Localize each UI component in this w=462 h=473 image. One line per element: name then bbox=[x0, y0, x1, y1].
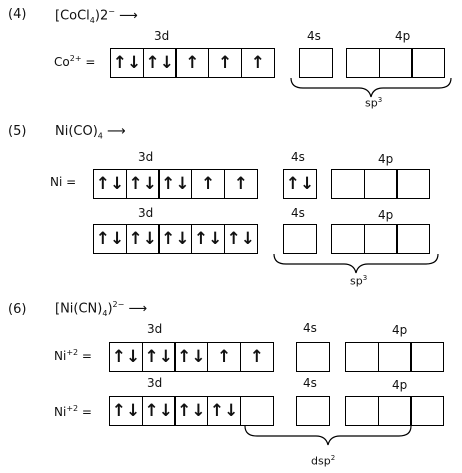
orbital-box: ↑↓ bbox=[191, 224, 226, 254]
orbital-box bbox=[346, 48, 380, 78]
orbital-box: ↑↓ bbox=[158, 169, 193, 199]
complex-formula: [CoCl4)2− ⟶ bbox=[55, 7, 138, 25]
orbital-box bbox=[378, 48, 413, 78]
label-4s: 4s bbox=[291, 206, 305, 220]
label-4p: 4p bbox=[395, 29, 411, 43]
label-3d: 3d bbox=[138, 206, 154, 220]
orbital-row-4p bbox=[345, 342, 445, 372]
orbital-row-4p bbox=[331, 169, 431, 199]
orbital-box: ↑↓ bbox=[283, 169, 317, 199]
section-number: (6) bbox=[8, 302, 27, 317]
orbital-box bbox=[239, 396, 274, 426]
orbital-row-4s bbox=[296, 342, 330, 372]
orbital-box: ↑↓ bbox=[207, 396, 242, 426]
orbital-box bbox=[377, 342, 412, 372]
ion-label: Ni+2 = bbox=[54, 348, 92, 363]
orbital-box: ↑ bbox=[208, 48, 243, 78]
orbital-row-3d: ↑↓↑↓↑↓↑↑ bbox=[109, 342, 274, 372]
orbital-box: ↑ bbox=[239, 342, 274, 372]
hybridization-brace bbox=[244, 425, 412, 446]
label-4s: 4s bbox=[303, 376, 317, 390]
orbital-box: ↑↓ bbox=[93, 169, 127, 199]
orbital-box: ↑ bbox=[207, 342, 242, 372]
section-number: (5) bbox=[8, 124, 27, 139]
orbital-row-4s bbox=[283, 224, 317, 254]
orbital-box: ↑↓ bbox=[141, 342, 176, 372]
orbital-box bbox=[345, 342, 379, 372]
orbital-box bbox=[410, 342, 445, 372]
orbital-box: ↑↓ bbox=[223, 224, 258, 254]
complex-formula: [Ni(CN)4)2− ⟶ bbox=[55, 300, 148, 318]
orbital-box bbox=[296, 396, 330, 426]
label-4s: 4s bbox=[307, 29, 321, 43]
orbital-box: ↑ bbox=[191, 169, 226, 199]
orbital-box bbox=[396, 169, 431, 199]
orbital-box: ↑↓ bbox=[174, 396, 209, 426]
ion-label: Ni = bbox=[50, 175, 77, 189]
orbital-box: ↑↓ bbox=[110, 48, 144, 78]
orbital-row-3d: ↑↓↑↓↑↓↑↑ bbox=[93, 169, 258, 199]
orbital-box: ↑↓ bbox=[125, 224, 160, 254]
orbital-box bbox=[331, 169, 365, 199]
label-4p: 4p bbox=[378, 152, 394, 166]
orbital-row-4p bbox=[331, 224, 431, 254]
label-4p: 4p bbox=[378, 208, 394, 222]
orbital-box bbox=[331, 224, 365, 254]
hybridization-brace bbox=[290, 77, 452, 98]
orbital-box bbox=[363, 224, 398, 254]
orbital-box bbox=[345, 396, 379, 426]
label-3d: 3d bbox=[147, 376, 163, 390]
orbital-box bbox=[377, 396, 412, 426]
label-4s: 4s bbox=[291, 150, 305, 164]
orbital-box: ↑ bbox=[240, 48, 275, 78]
hybridization-label: sp3 bbox=[350, 274, 368, 288]
orbital-row-3d: ↑↓↑↓↑↑↑ bbox=[110, 48, 275, 78]
orbital-box bbox=[396, 224, 431, 254]
orbital-box: ↑↓ bbox=[109, 342, 143, 372]
orbital-box bbox=[283, 224, 317, 254]
orbital-box bbox=[410, 396, 445, 426]
orbital-box bbox=[363, 169, 398, 199]
ion-label: Ni+2 = bbox=[54, 404, 92, 419]
orbital-row-3d: ↑↓↑↓↑↓↑↓ bbox=[109, 396, 274, 426]
orbital-row-4s bbox=[296, 396, 330, 426]
orbital-box: ↑↓ bbox=[125, 169, 160, 199]
orbital-box bbox=[296, 342, 330, 372]
label-4p: 4p bbox=[392, 323, 408, 337]
label-4p: 4p bbox=[392, 378, 408, 392]
orbital-box: ↑↓ bbox=[93, 224, 127, 254]
complex-formula: Ni(CO)4 ⟶ bbox=[55, 124, 126, 141]
orbital-row-4s: ↑↓ bbox=[283, 169, 317, 199]
label-3d: 3d bbox=[154, 29, 170, 43]
hybridization-label: dsp2 bbox=[311, 454, 336, 468]
orbital-row-4p bbox=[346, 48, 446, 78]
orbital-box bbox=[411, 48, 446, 78]
hybridization-brace bbox=[273, 253, 439, 274]
orbital-box bbox=[299, 48, 333, 78]
section-number: (4) bbox=[8, 7, 27, 22]
hybridization-label: sp3 bbox=[365, 96, 383, 110]
orbital-box: ↑ bbox=[223, 169, 258, 199]
label-4s: 4s bbox=[303, 321, 317, 335]
orbital-box: ↑↓ bbox=[142, 48, 177, 78]
orbital-row-4s bbox=[299, 48, 333, 78]
orbital-box: ↑↓ bbox=[109, 396, 143, 426]
orbital-box: ↑ bbox=[175, 48, 210, 78]
orbital-row-4p bbox=[345, 396, 445, 426]
orbital-box: ↑↓ bbox=[141, 396, 176, 426]
label-3d: 3d bbox=[147, 322, 163, 336]
label-3d: 3d bbox=[138, 150, 154, 164]
orbital-box: ↑↓ bbox=[158, 224, 193, 254]
ion-label: Co2+ = bbox=[54, 54, 96, 69]
orbital-box: ↑↓ bbox=[174, 342, 209, 372]
orbital-row-3d: ↑↓↑↓↑↓↑↓↑↓ bbox=[93, 224, 258, 254]
